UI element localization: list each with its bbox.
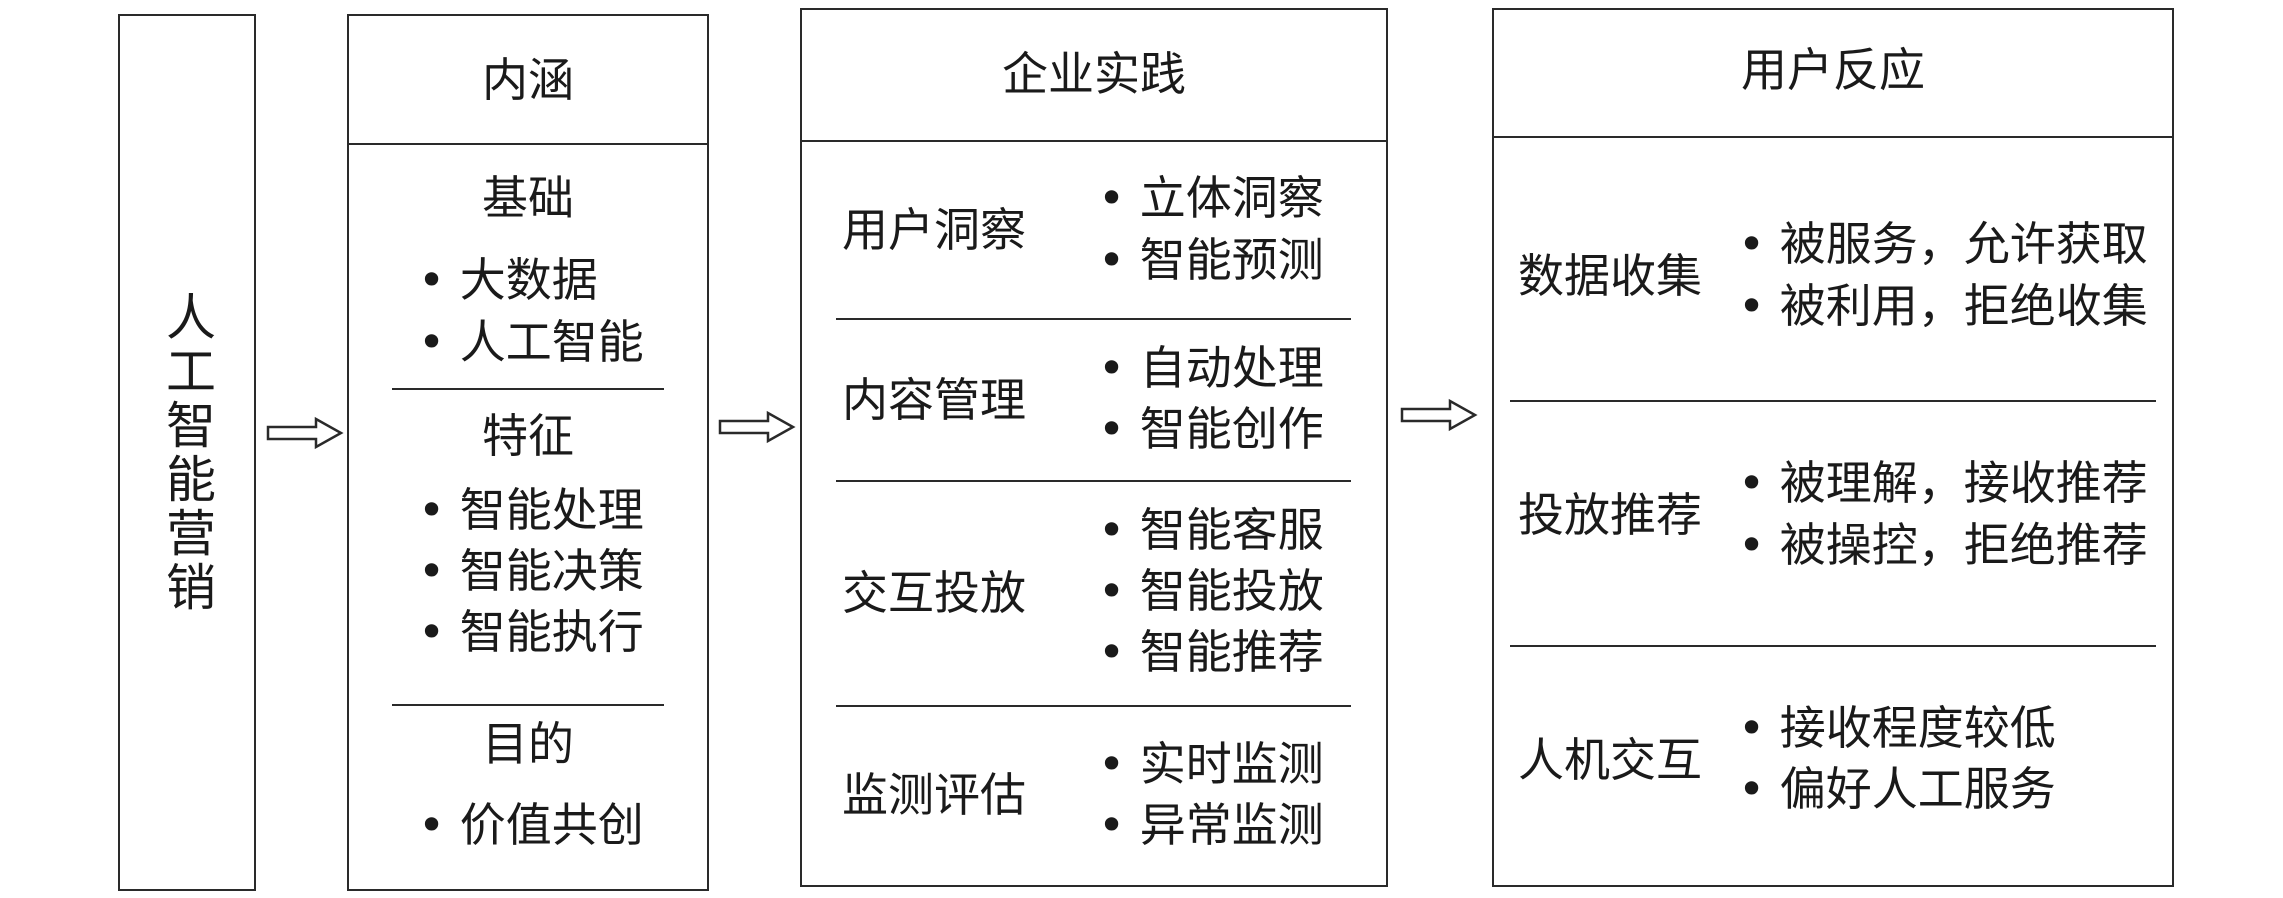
divider <box>1510 400 2156 402</box>
list-item: • 自动处理 <box>1098 341 1324 395</box>
divider <box>392 388 664 390</box>
list-item: • 实时监测 <box>1098 737 1324 791</box>
response-title: 用户反应 <box>1741 43 1925 97</box>
divider <box>347 143 709 145</box>
list-item: • 智能投放 <box>1098 564 1324 618</box>
list-item: • 智能预测 <box>1098 233 1324 287</box>
divider <box>836 480 1351 482</box>
list-item: • 被服务，允许获取 <box>1738 217 2148 271</box>
divider <box>1510 645 2156 647</box>
list-item: • 被操控，拒绝推荐 <box>1738 518 2148 572</box>
connotation-box <box>347 14 709 891</box>
list-item: • 价值共创 <box>418 798 644 852</box>
list-item: • 被利用，拒绝收集 <box>1738 279 2148 333</box>
list-item: • 智能执行 <box>418 605 644 659</box>
section-heading: 目的 <box>482 717 574 771</box>
divider <box>800 140 1388 142</box>
list-item: • 偏好人工服务 <box>1738 762 2056 816</box>
arrow-right-icon <box>266 416 344 450</box>
divider <box>836 705 1351 707</box>
practice-label: 交互投放 <box>842 566 1026 620</box>
list-item: • 智能决策 <box>418 544 644 598</box>
arrow-right-icon <box>718 410 796 444</box>
practice-label: 内容管理 <box>842 373 1026 427</box>
list-item: • 智能客服 <box>1098 503 1324 557</box>
response-label: 数据收集 <box>1518 249 1702 303</box>
concept-label: 人工智能营销 <box>158 290 216 615</box>
list-item: • 人工智能 <box>418 315 644 369</box>
practice-label: 用户洞察 <box>842 203 1026 257</box>
divider <box>392 704 664 706</box>
practice-title: 企业实践 <box>1002 47 1186 101</box>
arrow-right-icon <box>1400 398 1478 432</box>
list-item: • 被理解，接收推荐 <box>1738 456 2148 510</box>
list-item: • 大数据 <box>418 253 598 307</box>
list-item: • 智能创作 <box>1098 402 1324 456</box>
list-item: • 异常监测 <box>1098 798 1324 852</box>
list-item: • 立体洞察 <box>1098 171 1324 225</box>
list-item: • 智能推荐 <box>1098 625 1324 679</box>
section-heading: 基础 <box>482 171 574 225</box>
list-item: • 接收程度较低 <box>1738 701 2056 755</box>
list-item: • 智能处理 <box>418 483 644 537</box>
divider <box>1492 136 2174 138</box>
concept-box <box>118 14 256 891</box>
response-label: 人机交互 <box>1518 733 1702 787</box>
response-label: 投放推荐 <box>1518 488 1702 542</box>
section-heading: 特征 <box>482 409 574 463</box>
divider <box>836 318 1351 320</box>
connotation-title: 内涵 <box>482 53 574 107</box>
concept-label-wrap: 人工智能营销 <box>118 14 256 891</box>
practice-label: 监测评估 <box>842 768 1026 822</box>
practice-box <box>800 8 1388 887</box>
response-box <box>1492 8 2174 887</box>
